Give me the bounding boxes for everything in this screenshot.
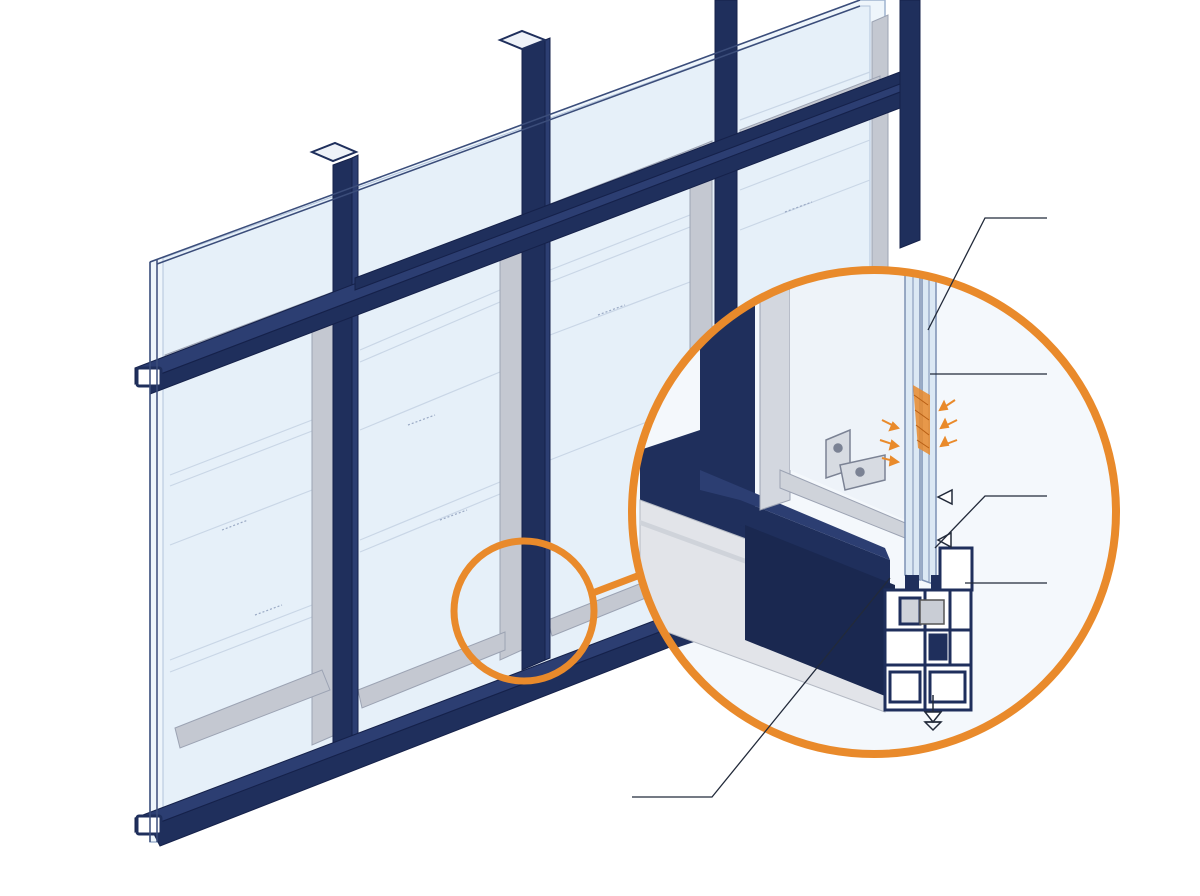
- glass-hatch-marks: [221, 201, 813, 616]
- leader-line-5: [632, 577, 891, 798]
- connector-line: [588, 571, 642, 598]
- level-symbol-icon: [923, 695, 943, 732]
- transom-ends: [135, 366, 163, 836]
- zoom-sealant: [913, 385, 930, 455]
- glass-edge: [149, 0, 861, 842]
- zoom-spacer: [919, 599, 945, 625]
- mullion-4: [899, 0, 921, 249]
- triangle-marker-icon-2: [936, 531, 952, 549]
- zoom-profile-section: [883, 546, 974, 712]
- mullion-1: [332, 157, 353, 761]
- zoom-gasket: [905, 575, 941, 591]
- leader-lines: [632, 217, 1047, 798]
- detail-marker-circle: [450, 537, 642, 685]
- zoom-bracket: [825, 428, 886, 491]
- magnified-detail: [628, 266, 1120, 758]
- mullion-caps: [309, 29, 548, 163]
- glass-reflections: [169, 71, 871, 673]
- curtain-wall: [134, 0, 921, 847]
- transom-upper: [354, 71, 901, 291]
- leader-line-3: [934, 495, 1047, 549]
- triangle-marker-icon: [936, 488, 953, 506]
- leader-line-1: [927, 217, 1047, 331]
- zoom-sill: [740, 500, 890, 585]
- pressure-arrow-icon: [879, 399, 958, 467]
- mullion-2: [521, 39, 546, 671]
